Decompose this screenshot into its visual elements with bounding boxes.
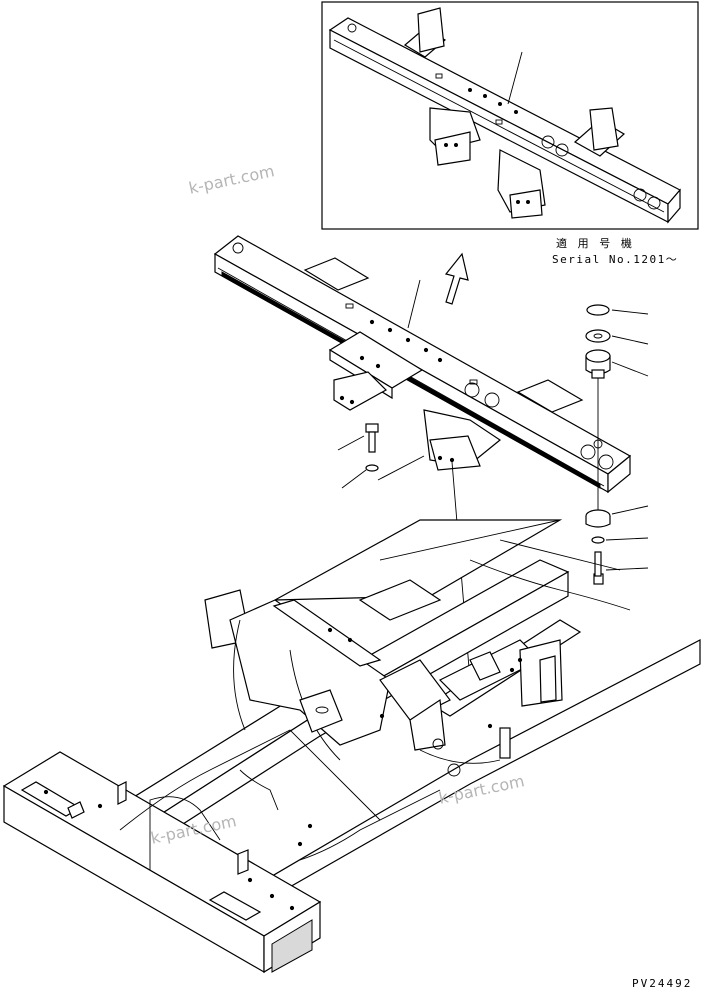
drawing-code: PV24492 (632, 977, 693, 990)
mount-stack (585, 304, 649, 585)
inset-crossmember (328, 7, 681, 224)
applicable-serial-label: 適 用 号 機 (556, 237, 634, 250)
upgrade-arrow (444, 252, 469, 305)
bolt-left (337, 423, 425, 489)
inset-frame (321, 1, 699, 230)
serial-number-label: Serial No.1201～ (552, 253, 679, 266)
main-frame (2, 519, 701, 974)
crossmember (213, 235, 632, 494)
